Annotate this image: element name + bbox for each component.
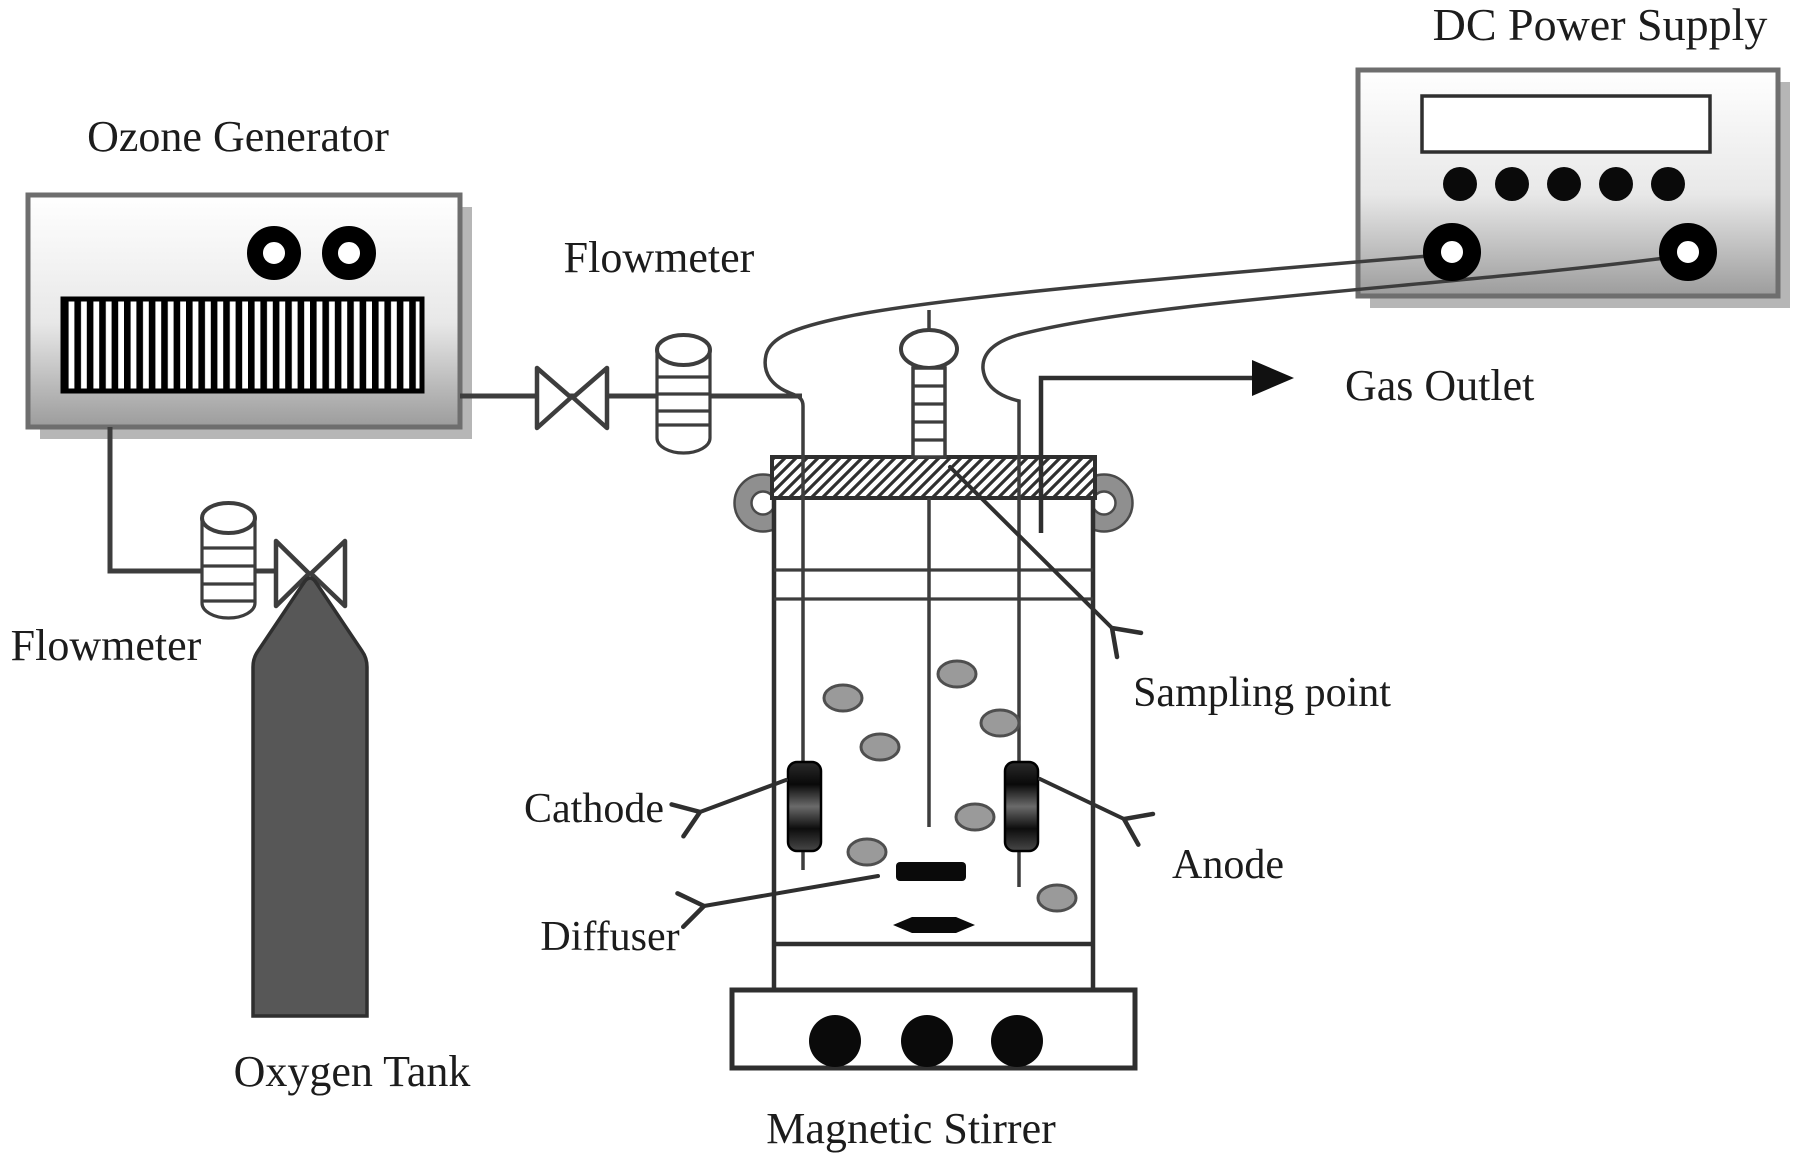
anode-label: Anode xyxy=(1172,842,1284,888)
stirrer-knob-icon xyxy=(901,1015,953,1067)
ozone-generator xyxy=(25,192,472,439)
flowmeter-left-icon xyxy=(200,501,257,620)
sampling-point-label: Sampling point xyxy=(1133,670,1391,716)
stir-bar-icon xyxy=(893,917,975,933)
liquid-level-lines xyxy=(774,568,1093,601)
generator-grille-icon xyxy=(60,296,425,394)
anode-electrode-icon xyxy=(1003,760,1040,853)
dc-power-supply-label: DC Power Supply xyxy=(1433,0,1768,50)
anode-wire xyxy=(981,253,1689,887)
cathode-arrow xyxy=(669,778,788,839)
dc-power-supply xyxy=(1355,67,1790,308)
cathode-electrode-icon xyxy=(786,760,823,853)
flowmeter-top-icon xyxy=(655,333,712,455)
gas-outlet-label: Gas Outlet xyxy=(1345,361,1534,410)
dc-buttons-icon xyxy=(1443,167,1685,201)
vessel-lid xyxy=(770,455,1097,500)
dc-display xyxy=(1420,94,1712,154)
generator-knob-icon xyxy=(247,226,301,280)
stirrer-knob-icon xyxy=(991,1015,1043,1067)
sampling-point-arrow xyxy=(948,465,1144,660)
dc-terminal-icon xyxy=(1423,223,1717,281)
valve-icon xyxy=(534,365,610,431)
vessel-walls xyxy=(771,498,1096,990)
center-port-icon xyxy=(899,310,959,827)
diffuser-icon xyxy=(896,862,966,881)
oxygen-tank-icon xyxy=(251,576,369,1018)
stirrer-knob-icon xyxy=(809,1015,861,1067)
cathode-label: Cathode xyxy=(524,786,664,832)
ozone-generator-label: Ozone Generator xyxy=(87,112,389,161)
magnetic-stirrer xyxy=(729,987,1138,1071)
cathode-wire xyxy=(763,252,1453,870)
magnetic-stirrer-label: Magnetic Stirrer xyxy=(766,1104,1056,1153)
tank-valve-icon xyxy=(273,538,348,609)
gas-outlet-tube xyxy=(1038,375,1252,533)
flowmeter-left-label: Flowmeter xyxy=(11,621,202,670)
diffuser-label: Diffuser xyxy=(540,914,679,960)
bubbles-icon xyxy=(822,659,1078,913)
flowmeter-top-label: Flowmeter xyxy=(564,233,755,282)
gas-outlet-arrow-icon xyxy=(1252,360,1294,396)
anode-arrow xyxy=(1038,777,1156,847)
diffuser-arrow xyxy=(675,874,880,930)
oxygen-tank-label: Oxygen Tank xyxy=(234,1047,471,1096)
generator-knob-icon xyxy=(322,226,376,280)
